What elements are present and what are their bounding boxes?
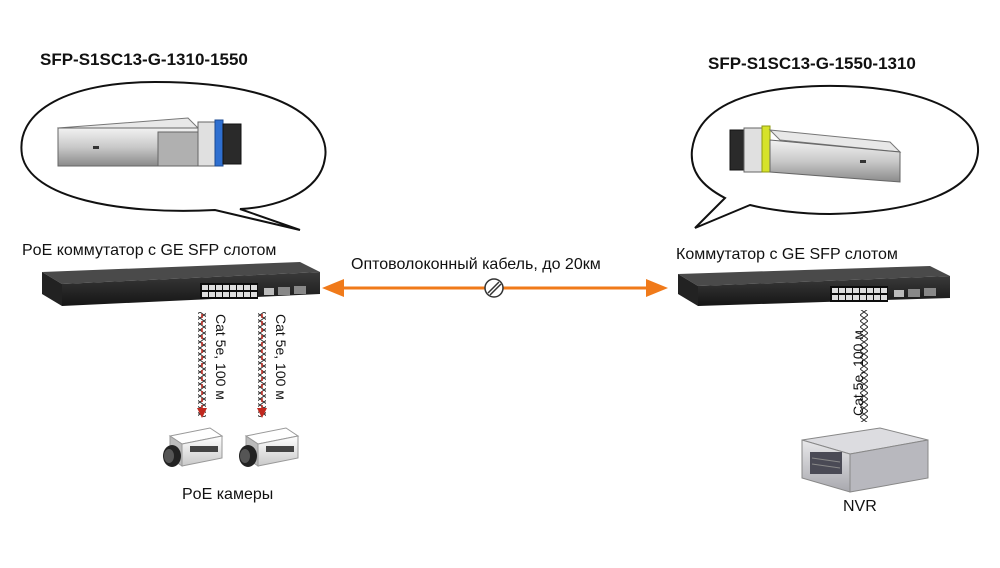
right-sfp-module	[729, 125, 902, 183]
right-switch-label: Коммутатор с GE SFP слотом	[676, 246, 898, 263]
nvr-server	[801, 427, 929, 493]
fiber-label: Оптоволоконный кабель, до 20км	[351, 256, 601, 273]
left-cable-2-label: Cat 5e, 100 м	[273, 314, 289, 400]
left-switch-label: PoE коммутатор с GE SFP слотом	[22, 242, 277, 259]
right-cable-label: Cat 5e, 100 м	[850, 330, 866, 416]
left-switch-ports	[200, 283, 306, 299]
fiber-arrow-right	[646, 279, 668, 297]
right-sfp-title: SFP-S1SC13-G-1550-1310	[708, 54, 916, 73]
left-cable-1-label: Cat 5e, 100 м	[213, 314, 229, 400]
fiber-link	[322, 278, 668, 298]
poe-camera-1	[163, 427, 224, 467]
fiber-break-icon	[484, 278, 504, 298]
left-cable-1	[197, 312, 207, 418]
left-sfp-title: SFP-S1SC13-G-1310-1550	[40, 50, 248, 69]
nvr-label: NVR	[843, 498, 877, 515]
right-switch	[678, 266, 950, 306]
fiber-arrow-left	[322, 279, 344, 297]
right-cable	[860, 310, 868, 422]
cameras-label: PoE камеры	[182, 486, 274, 503]
right-switch-ports	[830, 286, 936, 302]
left-sfp-module	[56, 117, 242, 167]
left-cable-2	[257, 312, 267, 418]
poe-camera-2	[239, 427, 300, 467]
left-poe-switch	[42, 262, 320, 306]
